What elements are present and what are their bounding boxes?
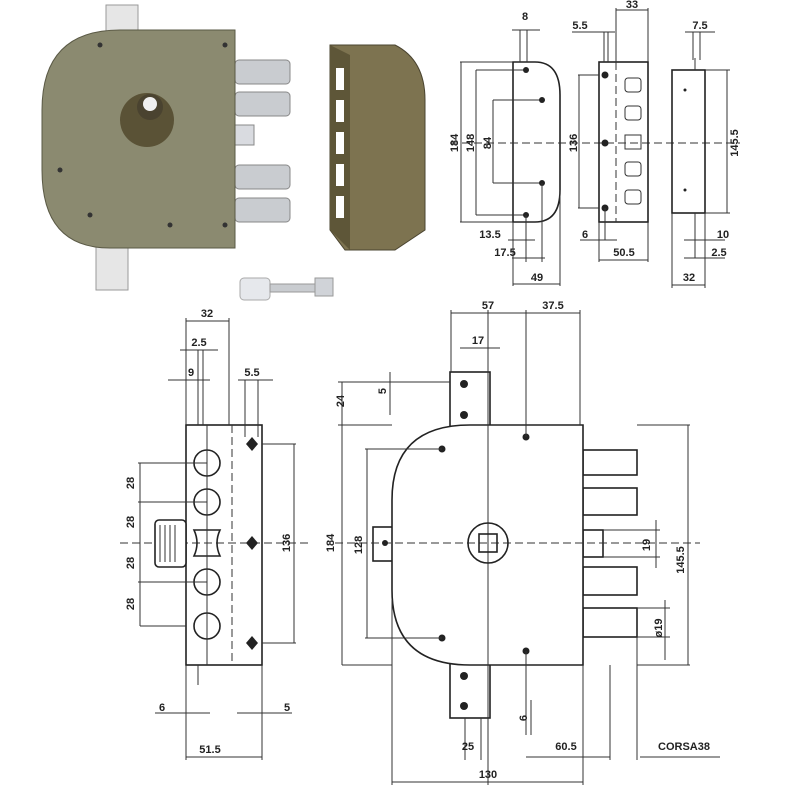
dim-label: 6 xyxy=(159,702,165,714)
dim-label: 25 xyxy=(462,741,474,753)
dim-label: 5.5 xyxy=(244,367,259,379)
front-view-drawing: 57 37.5 17 24 5 128 19 145.5 ø19 6 25 60… xyxy=(335,300,720,785)
dim-label: 19 xyxy=(641,539,653,551)
key-photo xyxy=(239,277,334,301)
dim-label: 148 xyxy=(465,134,477,152)
dim-label: 13.5 xyxy=(479,229,500,241)
dim-label: 2.5 xyxy=(711,247,726,259)
dim-label: 49 xyxy=(531,272,543,284)
dim-label: 28 xyxy=(125,598,137,610)
dim-label: 28 xyxy=(125,477,137,489)
dim-label: 50.5 xyxy=(613,247,634,259)
dim-label: 32 xyxy=(683,272,695,284)
dim-label: 184 xyxy=(449,133,461,152)
dim-label: 57 xyxy=(482,300,494,312)
dim-label: 136 xyxy=(281,534,293,552)
lock-photo xyxy=(41,4,291,291)
dim-label: 24 xyxy=(335,394,347,407)
bolt xyxy=(234,197,291,223)
dim-label: 28 xyxy=(125,557,137,569)
cover-photo xyxy=(329,44,426,251)
dim-label: 60.5 xyxy=(555,741,576,753)
side-view-drawing: 32 2.5 9 5.5 28 28 28 28 136 184 6 5 51.… xyxy=(120,308,337,760)
dim-label: 28 xyxy=(125,516,137,528)
dim-label: 84 xyxy=(482,136,494,149)
top-right-drawings: 8 5.5 33 7.5 184 148 84 136 145.5 13.5 1… xyxy=(449,0,741,288)
dim-label: 6 xyxy=(582,229,588,241)
dim-label: 17 xyxy=(472,335,484,347)
dim-label: 51.5 xyxy=(199,744,220,756)
dim-label: 5.5 xyxy=(572,20,587,32)
dim-label: 5 xyxy=(377,388,389,394)
dim-label: 33 xyxy=(626,0,638,11)
dim-label: 17.5 xyxy=(494,247,515,259)
bolt xyxy=(234,91,291,117)
dim-label: 37.5 xyxy=(542,300,563,312)
dim-label: 10 xyxy=(717,229,729,241)
dim-label: 184 xyxy=(325,533,337,552)
bolt xyxy=(234,59,291,85)
dim-label: 130 xyxy=(479,769,497,781)
bolt xyxy=(234,164,291,190)
stroke-label: CORSA38 xyxy=(658,741,710,753)
dim-label: 9 xyxy=(188,367,194,379)
dim-label: 145.5 xyxy=(675,546,687,574)
dim-label: 145.5 xyxy=(729,129,741,157)
dim-label: 5 xyxy=(284,702,290,714)
dim-label: 6 xyxy=(518,715,530,721)
dim-label: ø19 xyxy=(653,619,665,638)
dim-label: 7.5 xyxy=(692,20,707,32)
dim-label: 2.5 xyxy=(191,337,206,349)
dim-label: 128 xyxy=(353,536,365,554)
dim-label: 8 xyxy=(522,11,528,23)
dim-label: 136 xyxy=(568,134,580,152)
dim-label: 32 xyxy=(201,308,213,320)
